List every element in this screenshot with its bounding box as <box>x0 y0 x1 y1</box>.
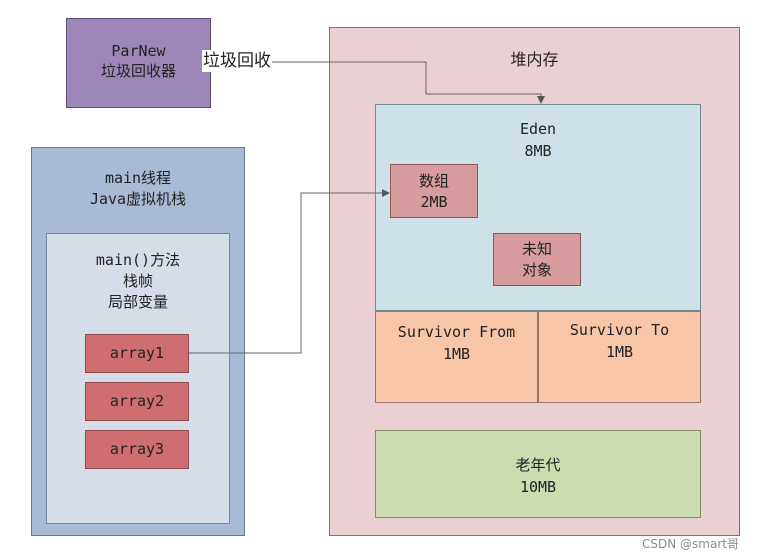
reference-connector <box>189 189 390 354</box>
jvm-stack-label: Java虚拟机栈 <box>89 190 187 208</box>
parnew-name: ParNew <box>111 42 166 60</box>
local-var-array3: array3 <box>85 430 189 469</box>
array-object: 数组 2MB <box>390 164 478 218</box>
unknown-object: 未知 对象 <box>493 233 581 286</box>
old-gen-size: 10MB <box>519 478 557 496</box>
local-var-array2: array2 <box>85 382 189 421</box>
array-object-name: 数组 <box>418 172 449 190</box>
survivor-from-size: 1MB <box>442 345 471 363</box>
survivor-from-space: Survivor From 1MB <box>375 311 538 403</box>
watermark: CSDN @smart哥 <box>642 537 739 551</box>
main-thread-label: main线程 <box>104 169 172 187</box>
parnew-collector-box: ParNew 垃圾回收器 <box>66 18 211 108</box>
heap-title: 堆内存 <box>510 50 559 69</box>
old-generation-space: 老年代 10MB <box>375 430 701 518</box>
gc-connector <box>211 61 545 104</box>
gc-label: 垃圾回收 <box>202 50 272 72</box>
survivor-from-name: Survivor From <box>397 323 516 341</box>
eden-size: 8MB <box>524 142 552 160</box>
parnew-desc: 垃圾回收器 <box>100 62 176 80</box>
stack-frame-box: main()方法 栈帧 局部变量 <box>46 233 230 524</box>
eden-name: Eden <box>519 120 557 138</box>
frame-method-label: main()方法 <box>95 251 181 269</box>
survivor-to-space: Survivor To 1MB <box>538 311 701 403</box>
unknown-object-line2: 对象 <box>521 261 552 279</box>
old-gen-name: 老年代 <box>515 456 561 474</box>
survivor-to-size: 1MB <box>605 343 634 361</box>
frame-label: 栈帧 <box>122 272 153 290</box>
array-object-size: 2MB <box>420 193 448 211</box>
local-var-array1: array1 <box>85 334 189 373</box>
unknown-object-line1: 未知 <box>521 240 552 258</box>
local-vars-label: 局部变量 <box>107 293 168 311</box>
survivor-to-name: Survivor To <box>569 321 670 339</box>
